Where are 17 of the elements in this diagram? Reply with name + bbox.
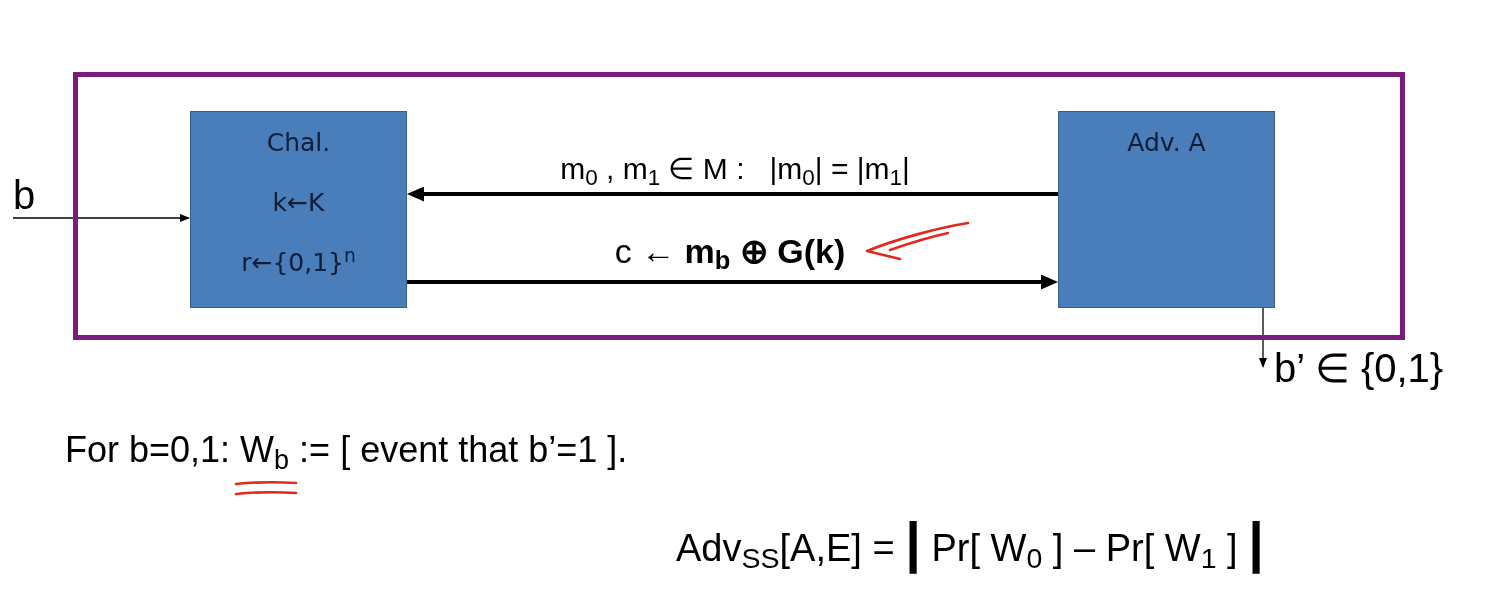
box-text: k←K <box>272 187 325 219</box>
box-text: r←{0,1}$^{n}$ <box>241 244 356 279</box>
process-box <box>1058 111 1275 308</box>
box-title: Adv. A <box>1127 127 1206 159</box>
definition-text: For b=0,1: W$_{b}$ := [ event that b’=1 ]. <box>65 428 628 472</box>
outer-frame <box>73 72 1405 340</box>
edge-label: c ← m$_{b}$ ⊕ G(k) <box>614 231 846 272</box>
box-title: Chal. <box>266 127 331 159</box>
arrow <box>407 274 1058 290</box>
input-label: b <box>13 172 36 218</box>
output-label: b’ ∈ {0,1} <box>1274 345 1444 391</box>
edge-label: m$_{0}$ , m$_{1}$ ∈ M : |m$_{0}$| = |m$_{1}$| <box>560 151 910 187</box>
formula-text: Adv$_{SS}$[A,E] = | Pr[ W$_{0}$ ] – Pr[ W$_{1}$ ] | <box>676 512 1264 577</box>
arrow <box>12 214 190 222</box>
arrow <box>1259 307 1267 368</box>
arrow <box>407 186 1058 202</box>
process-box <box>190 111 407 308</box>
